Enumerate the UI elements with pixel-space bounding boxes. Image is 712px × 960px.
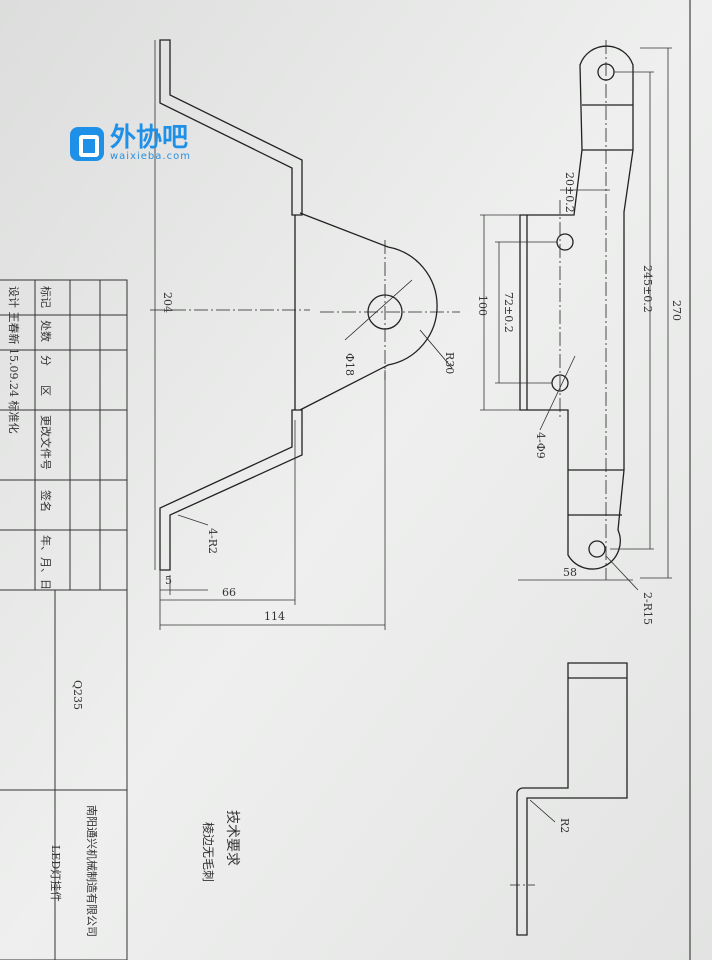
- dim-offset: 66: [222, 586, 236, 599]
- title-row-signature: 签名: [39, 490, 53, 512]
- dim-center-distance: 245±0.2: [641, 265, 654, 313]
- logo-icon: [70, 126, 104, 161]
- company-name: 南阳通兴机械制造有限公司: [85, 805, 99, 937]
- brand-logo: 外协吧 waixieba.com: [70, 125, 191, 162]
- title-row-mark: 标记: [39, 286, 53, 308]
- material: Q235: [71, 680, 84, 710]
- title-block: [0, 279, 128, 960]
- dim-hole-count: 4-Φ9: [534, 432, 547, 459]
- logo-url: waixieba.com: [110, 151, 191, 162]
- side-view: [150, 39, 310, 571]
- small-bend-view: [510, 662, 628, 936]
- dim-top-width: 58: [563, 566, 577, 579]
- center-view: [299, 212, 460, 411]
- dim-radius: R30: [443, 352, 456, 374]
- title-row-date: 年、月、日: [39, 535, 53, 590]
- dim-hole: Φ18: [343, 353, 356, 376]
- dim-end-radius: 2-R15: [641, 592, 654, 625]
- title-row-zone: 区: [39, 385, 52, 396]
- dim-bend-radius: 4-R2: [206, 528, 219, 554]
- dim-height: 204: [161, 292, 174, 313]
- title-row-count: 处数: [39, 320, 52, 342]
- tech-requirements-item: 棱边无毛刺: [201, 822, 216, 882]
- part-name: LED灯挂件: [49, 845, 63, 902]
- title-row-change-doc: 更改文件号: [39, 415, 53, 470]
- dim-overall: 270: [670, 300, 683, 321]
- dim-inner-spacing: 72±0.2: [502, 292, 515, 333]
- dim-thickness: 5: [165, 574, 172, 587]
- dim-hole-spacing-top: 20±0.2: [563, 172, 576, 213]
- top-view: [519, 40, 634, 580]
- dim-width: 114: [264, 610, 285, 623]
- dim-outer-height: 100: [476, 295, 489, 316]
- designer-row: 设计 王春新 15.09.24 标准化: [7, 286, 21, 433]
- title-row-part: 分: [39, 355, 52, 366]
- logo-brand-text: 外协吧: [110, 123, 189, 153]
- tech-requirements-heading: 技术要求: [224, 810, 240, 866]
- dim-small-bend-radius: R2: [558, 818, 571, 833]
